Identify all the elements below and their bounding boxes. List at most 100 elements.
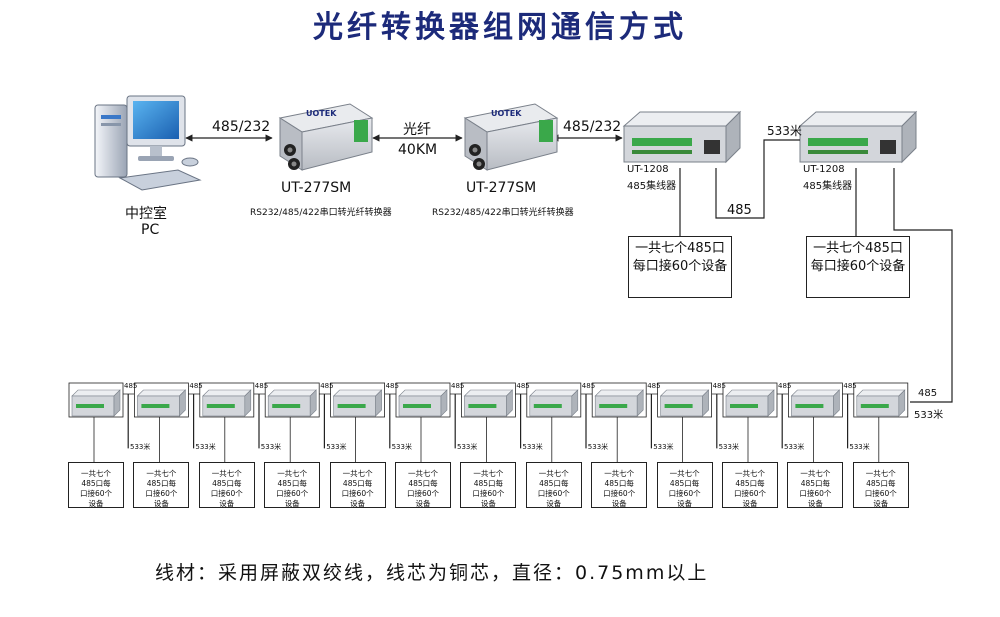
converter-1-model: UT-277SM [281,180,352,196]
cable-spec-footer: 线材：采用屏蔽双绞线，线芯为铜芯，直径：0.75mm以上 [155,562,709,584]
chain-device-frame [657,382,712,418]
chain-device-icon [267,389,317,417]
hub-2-icon [798,110,918,164]
chain-distance-label: 533米 [195,442,216,452]
chain-link-label: 485 [581,382,596,390]
chain-device-icon [332,389,383,417]
chain-bus-label: 485 [918,388,938,399]
converter-2-model: UT-277SM [466,180,537,196]
chain-link-label: 485 [647,382,661,390]
chain-device-icon [725,389,775,417]
hub-hub-bus: 485 [727,203,752,218]
chain-device-icon [856,389,906,417]
chain-link [646,393,658,449]
chain-link-label: 485 [778,382,792,390]
chain-device-frame [526,382,582,418]
link-label-pc: 485/232 [212,119,271,135]
chain-link [450,393,462,449]
chain-device-icon [790,389,841,417]
converter-1-desc: RS232/485/422串口转光纤转换器 [250,208,392,218]
chain-device-icon [463,389,514,417]
chain-distance-label: 533米 [457,442,478,452]
chain-device-note: 一共七个 485口每 口接60个 设备 [198,462,255,508]
chain-device-frame [68,382,124,418]
chain-distance-label: 533米 [130,442,151,452]
chain-device-icon [202,389,252,417]
chain-link [515,393,527,449]
converter-2-brand: UOTEK [491,109,522,118]
chain-device-note: 一共七个 485口每 口接60个 设备 [525,462,582,508]
chain-link [384,393,396,449]
chain-link-label: 485 [320,382,334,390]
chain-link-label: 485 [385,382,399,390]
chain-device-frame [591,382,647,418]
chain-distance-label: 533米 [718,442,739,452]
chain-link-label: 485 [254,382,269,390]
chain-link [319,393,331,449]
chain-distance-label: 533米 [260,442,282,452]
converter-2-icon: UOTEK [463,103,559,171]
chain-device-note: 一共七个 485口每 口接60个 设备 [460,462,517,508]
chain-device-icon [659,389,710,417]
chain-device-frame [395,382,451,418]
chain-link-label: 485 [124,382,138,390]
hub-2-note: 一共七个485口 每口接60个设备 [806,236,910,298]
chain-device-note: 一共七个 485口每 口接60个 设备 [852,462,909,508]
chain-device-note: 一共七个 485口每 口接60个 设备 [329,462,386,508]
hub-1-icon [622,110,742,164]
hub-hub-distance: 533米 [767,124,802,138]
chain-distance-label: 533米 [849,442,870,452]
chain-device-frame [264,382,320,418]
converter-1-brand: UOTEK [306,109,337,118]
pc-label-2: PC [141,222,160,238]
hub-hub-link [715,139,800,219]
chain-device-icon [398,389,448,417]
fiber-label: 光纤 [403,122,431,138]
converter-1-icon: UOTEK [278,103,374,171]
chain-link-label: 485 [712,382,726,390]
chain-device-note: 一共七个 485口每 口接60个 设备 [68,462,124,508]
hub-1-type: 485集线器 [627,181,677,192]
chain-device-note: 一共七个 485口每 口接60个 设备 [395,462,451,508]
chain-device-note: 一共七个 485口每 口接60个 设备 [656,462,713,508]
hub-2-type: 485集线器 [803,181,853,192]
chain-device-note: 一共七个 485口每 口接60个 设备 [133,462,190,508]
chain-link-label: 485 [189,382,203,390]
chain-device-frame [460,382,516,418]
hub-chain-link [893,168,953,403]
chain-device-note: 一共七个 485口每 口接60个 设备 [264,462,321,508]
chain-link-label: 485 [843,382,857,390]
chain-link [580,393,593,449]
chain-device-icon [529,389,579,417]
chain-link [711,393,723,449]
chain-distance-label: 533米 [522,442,543,452]
chain-device-frame [330,382,386,418]
chain-link [777,393,789,449]
page-title: 光纤转换器组网通信方式 [313,10,687,45]
hub-1-model: UT-1208 [627,164,669,175]
fiber-distance: 40KM [398,142,438,158]
pc-label: 中控室 [125,206,167,222]
chain-link [842,393,854,449]
chain-device-frame [853,382,909,418]
chain-link [123,393,135,449]
hub-1-note: 一共七个485口 每口接60个设备 [628,236,732,298]
chain-distance-label: 533米 [653,442,674,452]
chain-link-label: 485 [451,382,465,390]
chain-device-icon [71,389,121,417]
chain-link [188,393,200,449]
chain-device-icon [594,389,644,417]
chain-device-icon [136,389,187,417]
pc-icon [94,95,202,191]
chain-link [253,393,266,449]
chain-device-frame [788,382,843,418]
chain-device-note: 一共七个 485口每 口接60个 设备 [787,462,844,508]
chain-device-frame [133,382,189,418]
chain-device-note: 一共七个 485口每 口接60个 设备 [722,462,778,508]
chain-distance-label: 533米 [391,442,412,452]
chain-link-label: 485 [516,382,530,390]
chain-device-note: 一共七个 485口每 口接60个 设备 [591,462,648,508]
chain-distance-label: 533米 [784,442,805,452]
chain-distance-label: 533米 [587,442,609,452]
